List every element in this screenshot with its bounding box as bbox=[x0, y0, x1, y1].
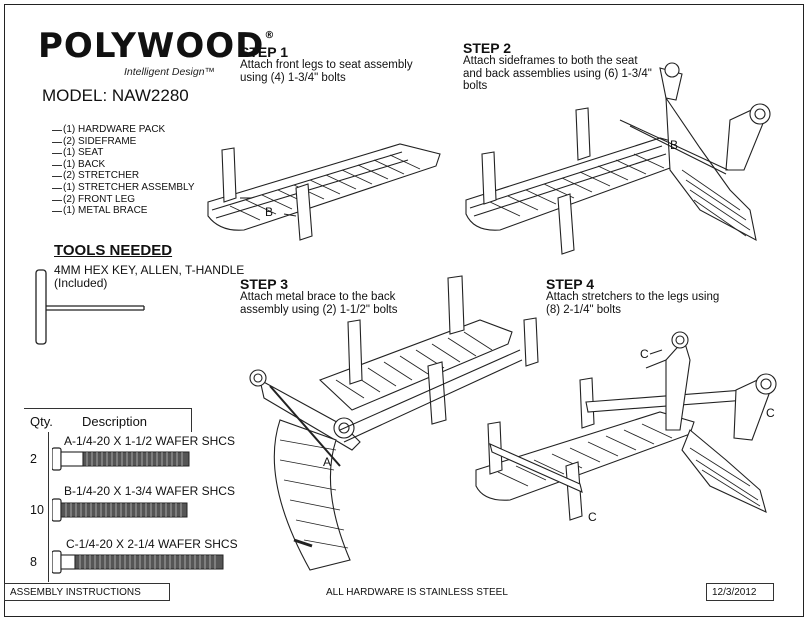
step-4-description: Attach stretchers to the legs using (8) … bbox=[546, 291, 720, 316]
brand-name: POLYWOOD bbox=[38, 26, 265, 66]
hardware-qty-c: 8 bbox=[30, 555, 37, 569]
bolt-c-icon bbox=[52, 550, 224, 574]
step-1-seat-drawing bbox=[207, 143, 441, 241]
brand-tagline: Intelligent Design™ bbox=[124, 66, 216, 78]
hardware-label-b: B-1/4-20 X 1-3/4 WAFER SHCS bbox=[64, 484, 235, 498]
step-3-title: STEP 3 bbox=[240, 276, 288, 292]
model-number: MODEL: NAW2280 bbox=[42, 86, 189, 105]
bolt-a-icon bbox=[52, 447, 190, 471]
footer-date: 12/3/2012 bbox=[706, 583, 774, 601]
step-4-title: STEP 4 bbox=[546, 276, 594, 292]
list-item: (1) SEAT bbox=[52, 147, 195, 159]
hardware-table-header: Qty. Description bbox=[24, 408, 192, 432]
step-3-brace-drawing bbox=[249, 275, 539, 571]
list-item: (2) FRONT LEG bbox=[52, 194, 195, 206]
step-4-callout-2: C bbox=[766, 406, 775, 420]
qty-header: Qty. bbox=[30, 414, 53, 429]
hardware-table-divider bbox=[48, 432, 49, 582]
registered-mark: ® bbox=[264, 30, 276, 41]
footer-center: ALL HARDWARE IS STAINLESS STEEL bbox=[326, 587, 508, 598]
list-item: (1) STRETCHER ASSEMBLY bbox=[52, 182, 195, 194]
bolt-b-icon bbox=[52, 498, 188, 522]
list-item: (1) BACK bbox=[52, 159, 195, 171]
step-3-callout: A bbox=[323, 455, 332, 469]
tools-title: TOOLS NEEDED bbox=[54, 242, 173, 259]
tools-line-1: 4MM HEX KEY, ALLEN, T-HANDLE bbox=[54, 263, 245, 277]
list-item: (1) HARDWARE PACK bbox=[52, 124, 195, 136]
step-2-assembly-drawing bbox=[465, 62, 771, 255]
hardware-qty-a: 2 bbox=[30, 452, 37, 466]
list-item: (2) STRETCHER bbox=[52, 170, 195, 182]
brand-logo: POLYWOOD® bbox=[38, 26, 275, 66]
description-header: Description bbox=[82, 414, 148, 429]
step-2-description: Attach sideframes to both the seat and b… bbox=[463, 55, 652, 92]
step-4-callout-3: C bbox=[588, 510, 597, 524]
hardware-label-c: C-1/4-20 X 2-1/4 WAFER SHCS bbox=[66, 537, 238, 551]
parts-list: (1) HARDWARE PACK (2) SIDEFRAME (1) SEAT… bbox=[52, 124, 195, 217]
step-4-stretcher-drawing bbox=[475, 331, 777, 521]
list-item: (1) METAL BRACE bbox=[52, 205, 195, 217]
step-2-title: STEP 2 bbox=[463, 40, 511, 56]
tools-line-2: (Included) bbox=[54, 276, 108, 290]
step-3-description: Attach metal brace to the back assembly … bbox=[240, 291, 398, 316]
hardware-label-a: A-1/4-20 X 1-1/2 WAFER SHCS bbox=[64, 434, 235, 448]
footer-left: ASSEMBLY INSTRUCTIONS bbox=[4, 583, 170, 601]
hex-key-icon bbox=[35, 269, 145, 345]
step-1-callout: B bbox=[265, 205, 274, 219]
step-4-callout-1: C bbox=[640, 347, 649, 361]
list-item: (2) SIDEFRAME bbox=[52, 136, 195, 148]
page-frame bbox=[4, 4, 804, 617]
step-2-callout: B bbox=[670, 138, 679, 152]
tools-text: 4MM HEX KEY, ALLEN, T-HANDLE (Included) bbox=[54, 264, 244, 290]
step-1-title: STEP 1 bbox=[240, 44, 288, 60]
hardware-qty-b: 10 bbox=[30, 503, 44, 517]
step-1-description: Attach front legs to seat assembly using… bbox=[240, 59, 413, 84]
